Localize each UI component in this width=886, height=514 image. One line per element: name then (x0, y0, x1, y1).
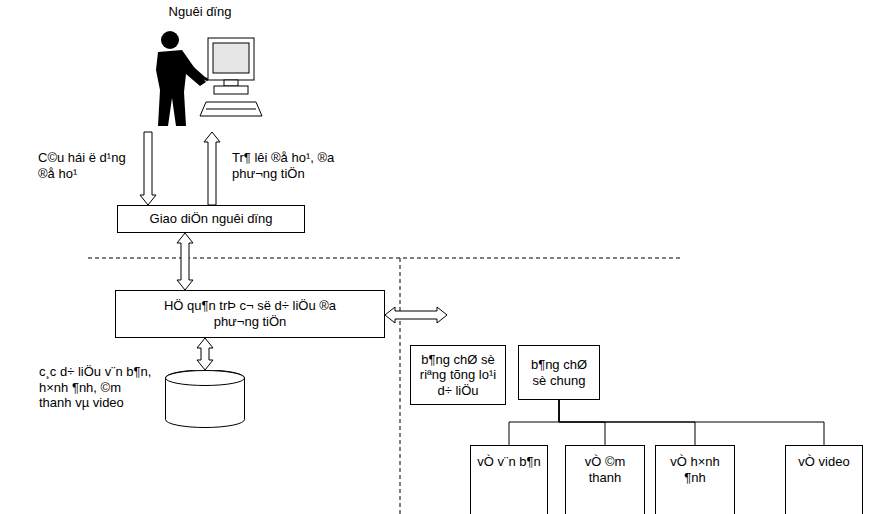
actor-label: Nguêi dïng (140, 4, 260, 20)
storage-label: c¸c d÷ liÖu v¨n b¶n, h×nh ¶nh, ©m thanh … (39, 364, 157, 411)
index-leaf-box: vÒ h×nh ¶nh (655, 445, 735, 514)
index-box: b¶ng chØ sè chung (518, 345, 600, 400)
dbms-box: HÖ qu¶n trÞ c¬ së d÷ liÖu ®a phư¬ng tiÖn (115, 290, 385, 338)
block-arrow (197, 338, 213, 370)
box-label: vÒ h×nh ¶nh (662, 454, 728, 485)
user-icon (156, 31, 208, 126)
box-label: Giao diÖn nguêi dïng (150, 211, 273, 227)
box-label: vÒ ©m thanh (572, 454, 638, 485)
user-actor: Nguêi dïng (140, 4, 260, 132)
box-label: vÒ video (798, 454, 849, 470)
box-label: b¶ng chØ sè chung (525, 357, 593, 388)
tree-connector (559, 400, 824, 445)
interface-box: Giao diÖn nguêi dïng (117, 205, 305, 233)
index-leaf-box: vÒ video (785, 445, 863, 514)
dashed-divider (88, 258, 683, 514)
box-label: b¶ng chØ sè riªng tõng lo¹i d÷ liÖu (417, 352, 499, 399)
arrow-label: Tr¶ lêi ®å ho¹, ®a phư¬ng tiÖn (232, 150, 357, 181)
arrow-label: C©u hái ë d¹ng ®å ho¹ (38, 150, 136, 181)
box-label: HÖ qu¶n trÞ c¬ së d÷ liÖu ®a phư¬ng tiÖn (143, 298, 358, 329)
block-arrow (140, 132, 156, 205)
block-arrow (177, 233, 193, 290)
index-link-arrow (385, 307, 447, 323)
index-leaf-box: vÒ ©m thanh (565, 445, 645, 514)
computer-icon (200, 38, 262, 116)
tree-connector (509, 400, 559, 445)
index-leaf-box: vÒ v¨n b¶n (470, 445, 548, 514)
index-box: b¶ng chØ sè riªng tõng lo¹i d÷ liÖu (410, 345, 506, 405)
database-cylinder: c¸c d÷ liÖu v¨n b¶n, h×nh ¶nh, ©m thanh … (165, 370, 245, 428)
cylinder-shape (165, 370, 245, 428)
box-label: vÒ v¨n b¶n (477, 454, 540, 470)
block-arrow (204, 132, 220, 205)
